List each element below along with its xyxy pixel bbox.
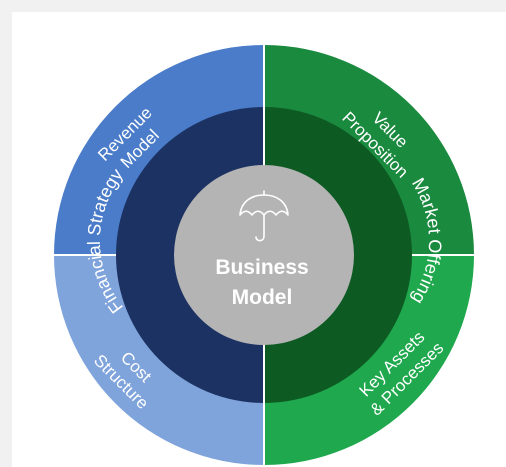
umbrella-icon (239, 190, 289, 242)
business-model-core[interactable] (174, 165, 354, 345)
center-label-line1: Business (215, 256, 308, 279)
center-label-line2: Model (232, 286, 293, 309)
